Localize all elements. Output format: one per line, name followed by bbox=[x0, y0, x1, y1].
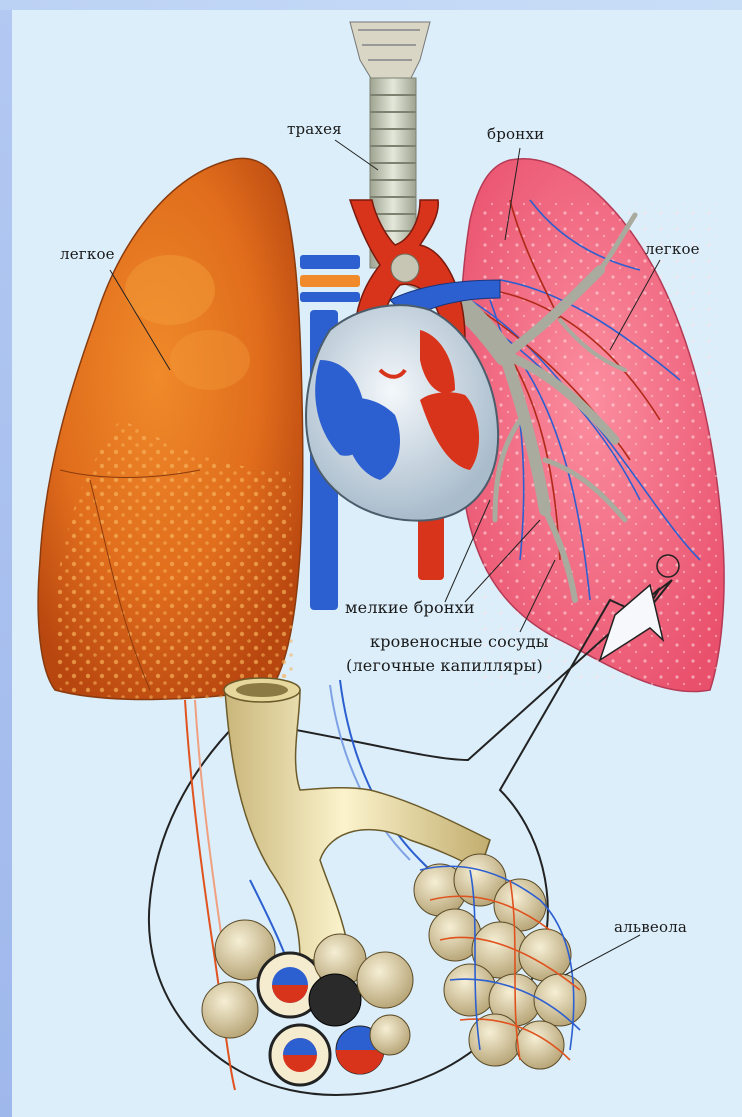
label-lung-left: легкое bbox=[60, 245, 115, 263]
label-alveolus: альвеола bbox=[614, 918, 687, 936]
label-trachea: трахея bbox=[287, 120, 342, 138]
label-lung-right: легкое bbox=[645, 240, 700, 258]
label-blood-vessels: кровеносные сосуды bbox=[370, 632, 549, 651]
label-small-bronchi: мелкие бронхи bbox=[345, 598, 475, 617]
alveoli-cluster-right bbox=[414, 854, 586, 1069]
left-lung bbox=[38, 158, 303, 699]
label-bronchi: бронхи bbox=[487, 125, 544, 143]
label-capillaries: (легочные капилляры) bbox=[346, 656, 543, 675]
